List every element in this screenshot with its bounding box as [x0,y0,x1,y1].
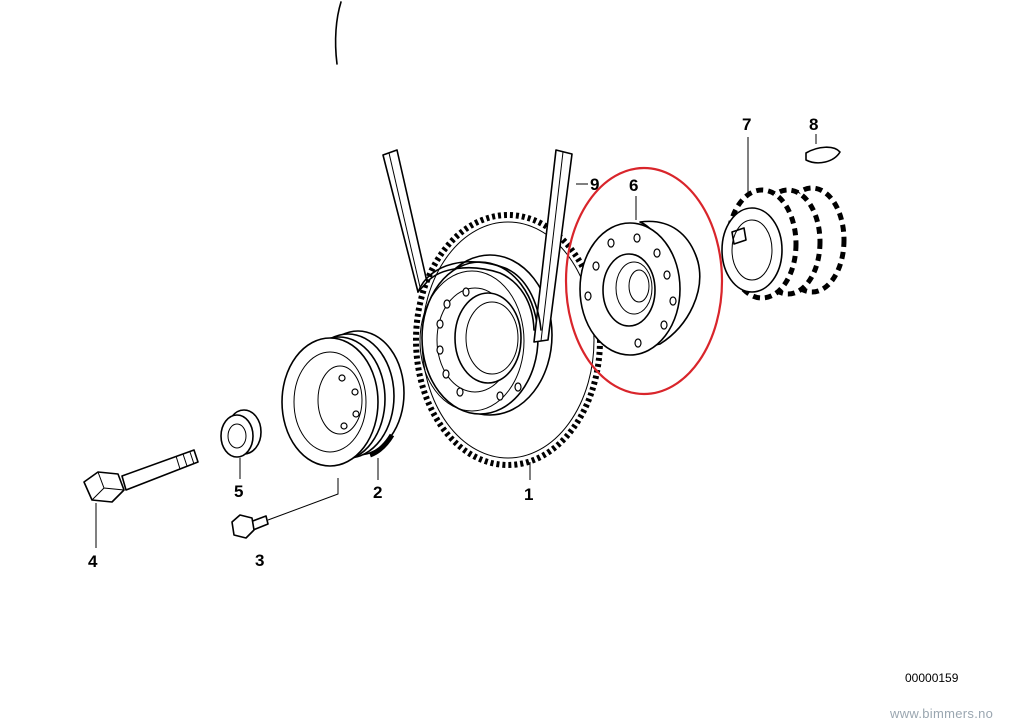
diagram-part-number: 00000159 [905,671,959,685]
callout-6: 6 [629,176,638,195]
part-1-bolt-holes [436,287,522,401]
callout-8: 8 [809,115,818,134]
callout-5: 5 [234,482,243,501]
callout-3: 3 [255,551,264,570]
part-8-woodruff-key [805,146,841,164]
callout-4: 4 [88,552,98,571]
callout-2: 2 [373,483,382,502]
leader-lines [95,134,817,548]
part-3-bolt [231,514,269,539]
part-5-washer [220,409,262,458]
part-4-center-bolt [83,449,199,503]
watermark: www.bimmers.no [889,706,993,721]
callout-7: 7 [742,115,751,134]
part-6-hub [579,220,701,356]
part-1-damper-pulley [413,212,603,468]
highlight-ellipse [564,166,724,396]
part-2-belt-pulley [281,330,405,467]
callout-9: 9 [590,175,599,194]
part-9-v-belt [382,149,573,343]
callout-1: 1 [524,485,533,504]
top-edge-line [334,1,342,65]
part-7-sprocket [721,185,847,301]
